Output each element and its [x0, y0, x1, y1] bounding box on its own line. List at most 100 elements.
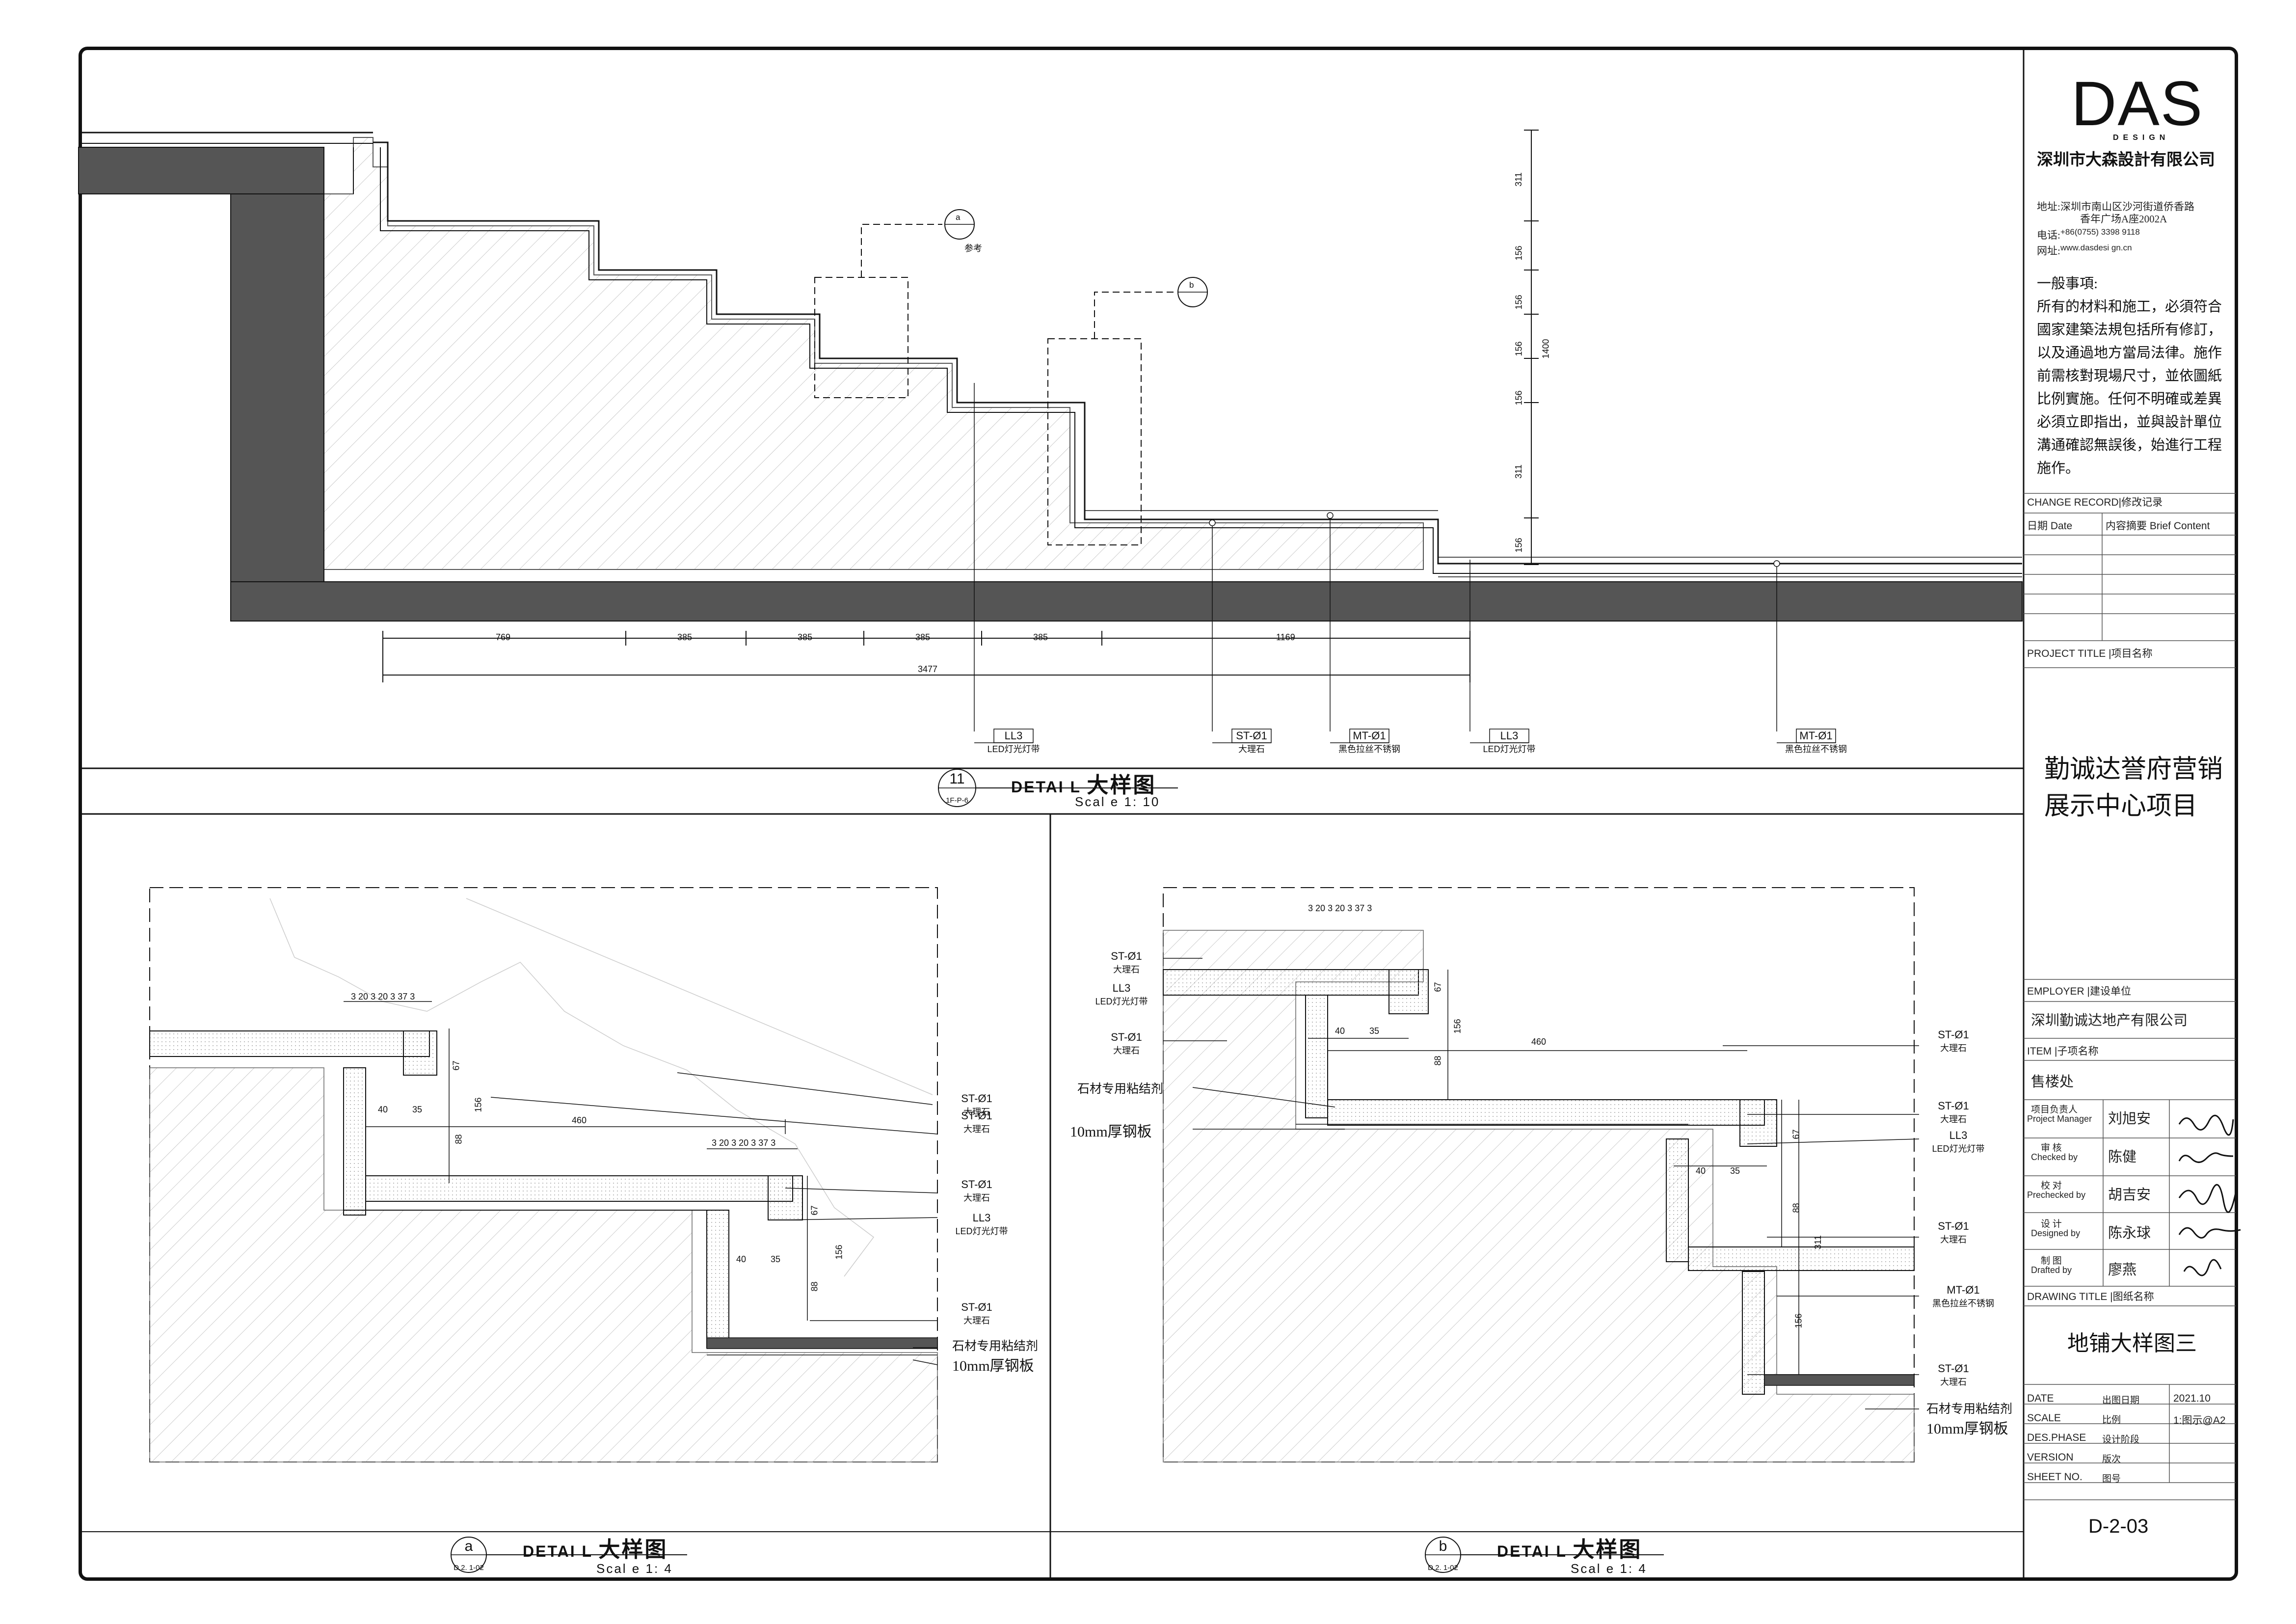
left-dim-mid-6: 37: [758, 1138, 769, 1148]
right-tag-right-1-code: ST-Ø1: [1938, 1029, 1969, 1041]
left-tag-4-code: LL3: [972, 1212, 991, 1224]
dim-1169: 1169: [1276, 632, 1295, 642]
right-tag-left-1-desc: 大理石: [1113, 965, 1140, 974]
dim-769: 769: [496, 632, 511, 642]
notes-title: 一般事項:: [2037, 276, 2098, 292]
right-tag-right-6-code: ST-Ø1: [1938, 1362, 1969, 1375]
right-dim-67: 67: [1433, 982, 1443, 992]
detail-11-title-en: DETAI L: [1011, 778, 1081, 796]
staff-name-5: 廖燕: [2108, 1262, 2137, 1278]
left-tag-2: ST-Ø1 大理石: [950, 1110, 1004, 1135]
address-line-1: 深圳市南山区沙河街道侨香路: [2060, 201, 2194, 213]
staff-role-cn-4: 设 计: [2041, 1219, 2062, 1229]
staff-name-2: 陈健: [2108, 1149, 2137, 1165]
address-label: 地址:: [2037, 201, 2060, 213]
vdim-311-bottom: 311: [1513, 464, 1523, 479]
staff-role-en-2: Checked by: [2031, 1152, 2078, 1162]
detail-11-ref: 1F-P-6: [946, 796, 968, 805]
detail-11-title-cn: 大样图: [1087, 773, 1156, 797]
left-dim-top-1: 3: [351, 992, 356, 1001]
left-dim-mid-3: 3: [731, 1138, 737, 1148]
top-tag-4-desc: LED灯光灯带: [1483, 744, 1536, 754]
top-tag-5-code: MT-Ø1: [1799, 730, 1833, 742]
detail-11-title: DETAI L 大样图: [1011, 767, 1156, 799]
left-dims-mid: 3 20 3 20 3 37 3: [712, 1138, 775, 1148]
left-dim-top-3: 3: [371, 992, 376, 1001]
right-tag-right-5-desc: 黑色拉丝不锈钢: [1932, 1299, 1994, 1308]
frame-lines: [80, 49, 2025, 1578]
right-tag-right-3-code: LL3: [1949, 1129, 1968, 1141]
project-title-line-2: 展示中心项目: [2044, 792, 2198, 820]
left-dim-mid-5: 3: [751, 1138, 756, 1148]
right-tag-right-2: ST-Ø1 大理石: [1926, 1100, 1980, 1125]
vdim-156-1: 156: [1514, 245, 1524, 261]
dim-385-3: 385: [915, 632, 931, 642]
staff-name-1: 刘旭安: [2108, 1111, 2151, 1127]
top-tag-2-desc: 大理石: [1238, 744, 1265, 754]
top-detail-stair-section: [78, 130, 2023, 807]
left-dim-top-2: 20: [358, 992, 369, 1001]
version-label: VERSION: [2027, 1452, 2074, 1463]
top-tag-1: LL3 LED灯光灯带: [987, 730, 1041, 755]
left-adhesive-label: 石材专用粘结剂: [952, 1340, 1039, 1353]
right-tag-right-3: LL3 LED灯光灯带: [1926, 1129, 1990, 1155]
left-dim-156: 156: [473, 1097, 483, 1112]
detail-a-scale: Scal e 1: 4: [596, 1561, 673, 1576]
left-dim-top-7: 3: [410, 992, 415, 1001]
left-tag-1: ST-Ø1 大理石: [950, 1092, 1004, 1118]
right-tag-right-5-code: MT-Ø1: [1947, 1284, 1980, 1296]
left-dim-35: 35: [412, 1105, 423, 1114]
vdim-156-3: 156: [1514, 341, 1524, 356]
company-name: 深圳市大森設計有限公司: [2037, 151, 2215, 169]
left-tag-1-desc: 大理石: [963, 1107, 990, 1117]
signatures: [2178, 1114, 2241, 1276]
right-dim-156: 156: [1452, 1019, 1463, 1034]
left-dim-mid-2: 20: [719, 1138, 729, 1148]
top-tag-4: LL3 LED灯光灯带: [1482, 730, 1536, 755]
left-dim-460: 460: [572, 1115, 587, 1125]
right-adhesive-label: 石材专用粘结剂: [1926, 1403, 2013, 1416]
staff-role-en-4: Designed by: [2031, 1228, 2081, 1238]
left-dim-88b: 88: [809, 1281, 820, 1292]
project-title-label: PROJECT TITLE |项目名称: [2027, 648, 2153, 659]
callout-reference-label: 参考: [964, 244, 982, 253]
right-dim-156b: 156: [1793, 1313, 1804, 1328]
right-dim-88: 88: [1433, 1056, 1443, 1066]
employer-name: 深圳勤诚达地产有限公司: [2031, 1013, 2188, 1029]
staff-name-3: 胡吉安: [2108, 1187, 2151, 1203]
left-tag-2-code: ST-Ø1: [961, 1110, 992, 1122]
top-tag-4-code: LL3: [1500, 730, 1519, 742]
vdim-total-1400: 1400: [1541, 339, 1551, 359]
right-tag-right-6: ST-Ø1 大理石: [1926, 1362, 1980, 1388]
vdim-156-4: 156: [1514, 390, 1524, 406]
left-dim-mid-7: 3: [771, 1138, 776, 1148]
phase-label-cn: 设计阶段: [2102, 1435, 2140, 1445]
left-dim-40: 40: [378, 1105, 388, 1114]
scale-label-cn: 比例: [2102, 1415, 2121, 1425]
dim-385-2: 385: [798, 632, 813, 642]
left-dim-35b: 35: [771, 1254, 781, 1264]
general-notes: 一般事項: 所有的材料和施工，必須符合國家建築法規包括所有修訂，以及通過地方當局…: [2037, 272, 2223, 480]
right-adhesive-label-left: 石材专用粘结剂: [1077, 1083, 1164, 1096]
top-tag-3-code: MT-Ø1: [1353, 730, 1386, 742]
web-address: www.dasdesi gn.cn: [2060, 243, 2132, 252]
staff-role-cn-1: 项目负责人: [2031, 1105, 2078, 1115]
right-dim-35: 35: [1369, 1026, 1380, 1036]
top-tag-3-desc: 黑色拉丝不锈钢: [1338, 744, 1400, 754]
left-dims-top: 3 20 3 20 3 37 3: [351, 992, 415, 1002]
staff-role-cn-3: 校 对: [2041, 1181, 2062, 1191]
right-dims-top: 3 20 3 20 3 37 3: [1308, 903, 1372, 914]
right-steel-label-left: 10mm厚钢板: [1070, 1124, 1152, 1140]
date-label: DATE: [2027, 1393, 2054, 1404]
top-tag-5: MT-Ø1 黑色拉丝不锈钢: [1774, 730, 1858, 755]
right-dim-top-2: 20: [1315, 903, 1326, 913]
content-column-header: 内容摘要 Brief Content: [2106, 520, 2210, 532]
version-label-cn: 版次: [2102, 1454, 2121, 1464]
right-dim-35b: 35: [1730, 1166, 1740, 1176]
sheet-number: D-2-03: [2088, 1516, 2149, 1537]
left-tag-3-code: ST-Ø1: [961, 1178, 992, 1191]
right-dim-top-6: 37: [1355, 903, 1365, 913]
top-tag-5-desc: 黑色拉丝不锈钢: [1785, 744, 1847, 754]
detail-a-title-en: DETAI L: [523, 1543, 593, 1560]
